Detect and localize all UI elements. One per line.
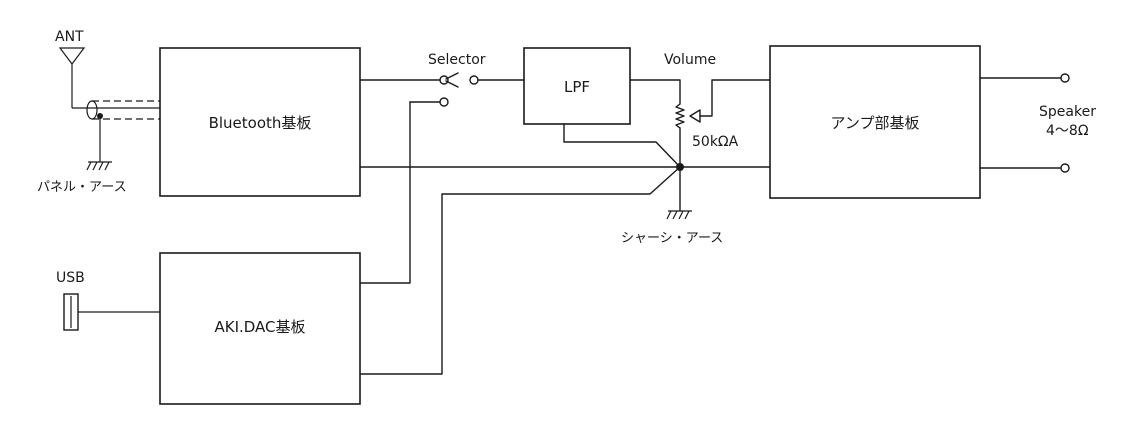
- volume-label: Volume: [664, 52, 716, 68]
- amp-board-label: アンプ部基板: [831, 114, 920, 132]
- volume-pot-icon: [629, 79, 771, 168]
- lpf-label: LPF: [564, 78, 590, 96]
- lpf-ground-wire: [563, 123, 681, 168]
- chassis-ground-icon: [666, 210, 692, 220]
- speaker-impedance-label: 4～8Ω: [1046, 123, 1089, 139]
- bluetooth-board: [159, 47, 361, 197]
- usb-label: USB: [56, 270, 85, 286]
- amp-board: [769, 45, 981, 199]
- dac-signal-wire: [359, 101, 411, 284]
- usb-connector-icon: [63, 293, 160, 331]
- speaker-label: Speaker: [1039, 104, 1096, 120]
- ant-label: ANT: [55, 29, 84, 45]
- panel-ground-label: パネル・アース: [37, 180, 127, 195]
- selector-label: Selector: [428, 52, 486, 68]
- coax-cable: [72, 100, 160, 162]
- akidac-board-label: AKI.DAC基板: [214, 318, 305, 336]
- selector-switch-icon: [359, 72, 525, 107]
- panel-ground-icon: [86, 161, 112, 171]
- volume-value-label: 50kΩA: [692, 134, 739, 150]
- bluetooth-board-label: Bluetooth基板: [209, 114, 312, 132]
- dac-ground-wire: [359, 166, 681, 375]
- chassis-ground-label: シャーシ・アース: [621, 231, 723, 246]
- lpf-block: [523, 47, 631, 125]
- akidac-board: [159, 252, 361, 405]
- antenna-icon: [58, 47, 86, 108]
- speaker-terminals-icon: [979, 73, 1070, 173]
